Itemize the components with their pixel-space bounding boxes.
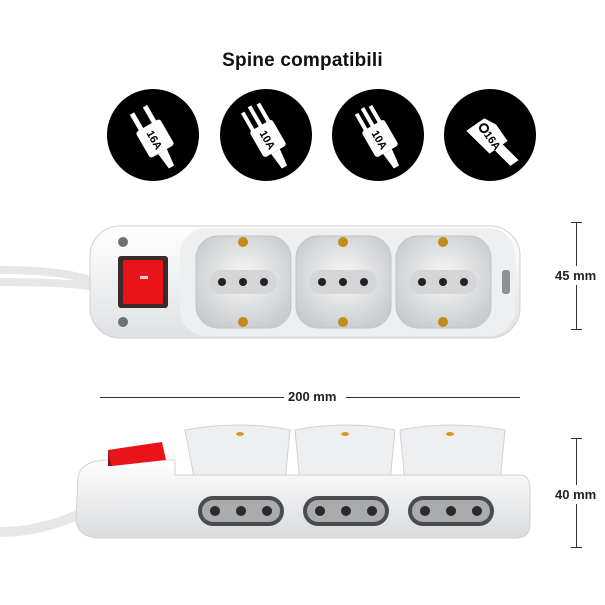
power-strip-top-view bbox=[0, 222, 530, 342]
dimension-tick bbox=[571, 222, 582, 223]
power-strip-side-view bbox=[0, 420, 535, 545]
dimension-tick bbox=[571, 329, 582, 330]
height-dimension-label: 45 mm bbox=[555, 266, 597, 285]
length-dimension-line bbox=[100, 397, 284, 398]
schuko-plug-icon: 16A bbox=[106, 88, 200, 182]
compatible-plugs-row: 16A 10A 10A bbox=[0, 88, 605, 192]
length-dimension-line bbox=[346, 397, 520, 398]
schuko-angled-plug-icon: 16A bbox=[443, 88, 537, 182]
dimension-tick bbox=[571, 438, 582, 439]
dimension-tick bbox=[571, 547, 582, 548]
height-dimension-label: 40 mm bbox=[555, 485, 597, 504]
italian-plug-icon: 10A bbox=[331, 88, 425, 182]
page-title: Spine compatibili bbox=[222, 50, 383, 71]
italian-plug-icon: 10A bbox=[219, 88, 313, 182]
length-dimension-label: 200 mm bbox=[288, 389, 337, 404]
